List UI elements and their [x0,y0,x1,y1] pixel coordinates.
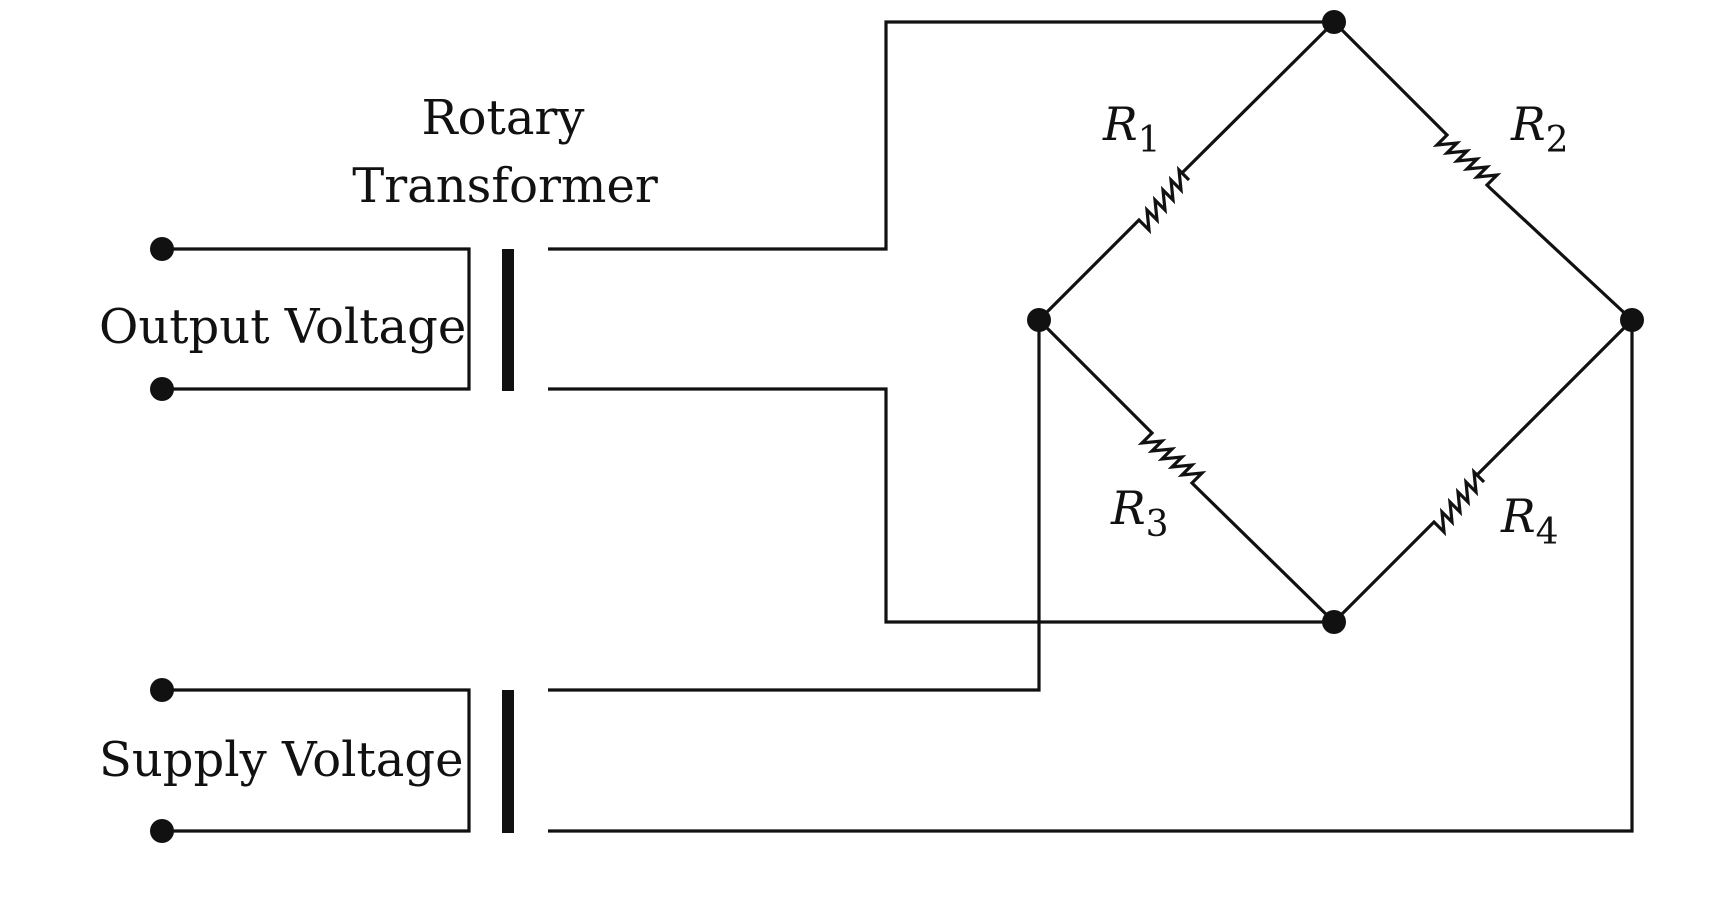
output-terminal-bottom [150,377,174,401]
supply-voltage-label: Supply Voltage [99,732,464,788]
resistor-r1 [1037,20,1336,322]
supply-transformer [162,688,514,833]
label-r2: R2 [1510,97,1569,161]
label-r1: R1 [1102,97,1161,161]
output-transformer [162,247,514,391]
output-terminal-top [150,237,174,261]
bridge-node-top [1322,10,1346,34]
label-r4: R4 [1500,489,1559,553]
transformer-label-line2: Transformer [352,158,658,214]
bridge-node-left [1027,308,1051,332]
transformer-label-line1: Rotary [421,90,584,146]
label-r3: R3 [1110,481,1169,545]
output-voltage-label: Output Voltage [99,299,466,355]
supply-terminal-top [150,678,174,702]
resistor-r4 [1332,318,1634,624]
bridge-node-right [1620,308,1644,332]
resistor-r2 [1332,20,1634,322]
resistor-r3 [1037,318,1336,624]
wire-output-to-bottom-node [548,387,1334,624]
output-primary-loop [162,247,471,391]
wire-supply-to-right-node [548,320,1634,833]
supply-terminal-bottom [150,819,174,843]
bridge-node-bottom [1322,610,1346,634]
supply-primary-loop [162,688,471,833]
wire-supply-to-left-node [548,320,1041,692]
wire-output-to-top-node [548,20,1334,251]
